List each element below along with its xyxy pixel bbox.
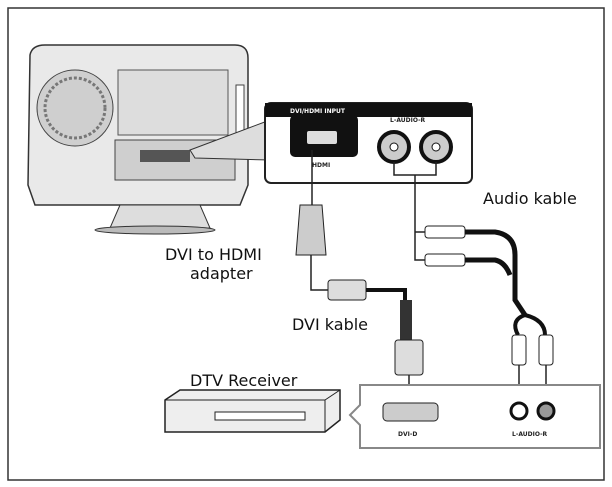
dtv-receiver-box bbox=[164, 389, 341, 433]
panel-header: DVI/HDMI INPUT bbox=[290, 108, 346, 115]
receiver-audio-label: L-AUDIO-R bbox=[512, 431, 548, 438]
dvi-cable bbox=[366, 288, 407, 310]
dvi-plug-top bbox=[327, 279, 367, 301]
tv-input-panel: DVI/HDMI INPUT HDMI L-AUDIO-R bbox=[264, 102, 473, 184]
dvi-d-label: DVI-D bbox=[398, 431, 417, 438]
adapter-label-line2: adapter bbox=[190, 264, 253, 283]
dvi-cable-label: DVI kable bbox=[292, 315, 369, 334]
dvi-plug-bottom bbox=[394, 339, 424, 376]
outer-frame bbox=[7, 7, 605, 481]
dvi-hdmi-adapter bbox=[295, 204, 327, 256]
dvi-d-port bbox=[382, 402, 439, 422]
adapter-label-line1: DVI to HDMI bbox=[165, 245, 262, 264]
hdmi-label: HDMI bbox=[312, 162, 330, 169]
receiver-audio-left bbox=[509, 401, 529, 421]
receiver-input-panel: DVI-D L-AUDIO-R bbox=[348, 384, 601, 449]
audio-label: L-AUDIO-R bbox=[390, 117, 426, 124]
receiver-audio-right bbox=[536, 401, 556, 421]
dtv-receiver-label: DTV Receiver bbox=[190, 371, 298, 390]
tv-back bbox=[27, 44, 249, 235]
audio-cable-label: Audio kable bbox=[483, 189, 577, 208]
